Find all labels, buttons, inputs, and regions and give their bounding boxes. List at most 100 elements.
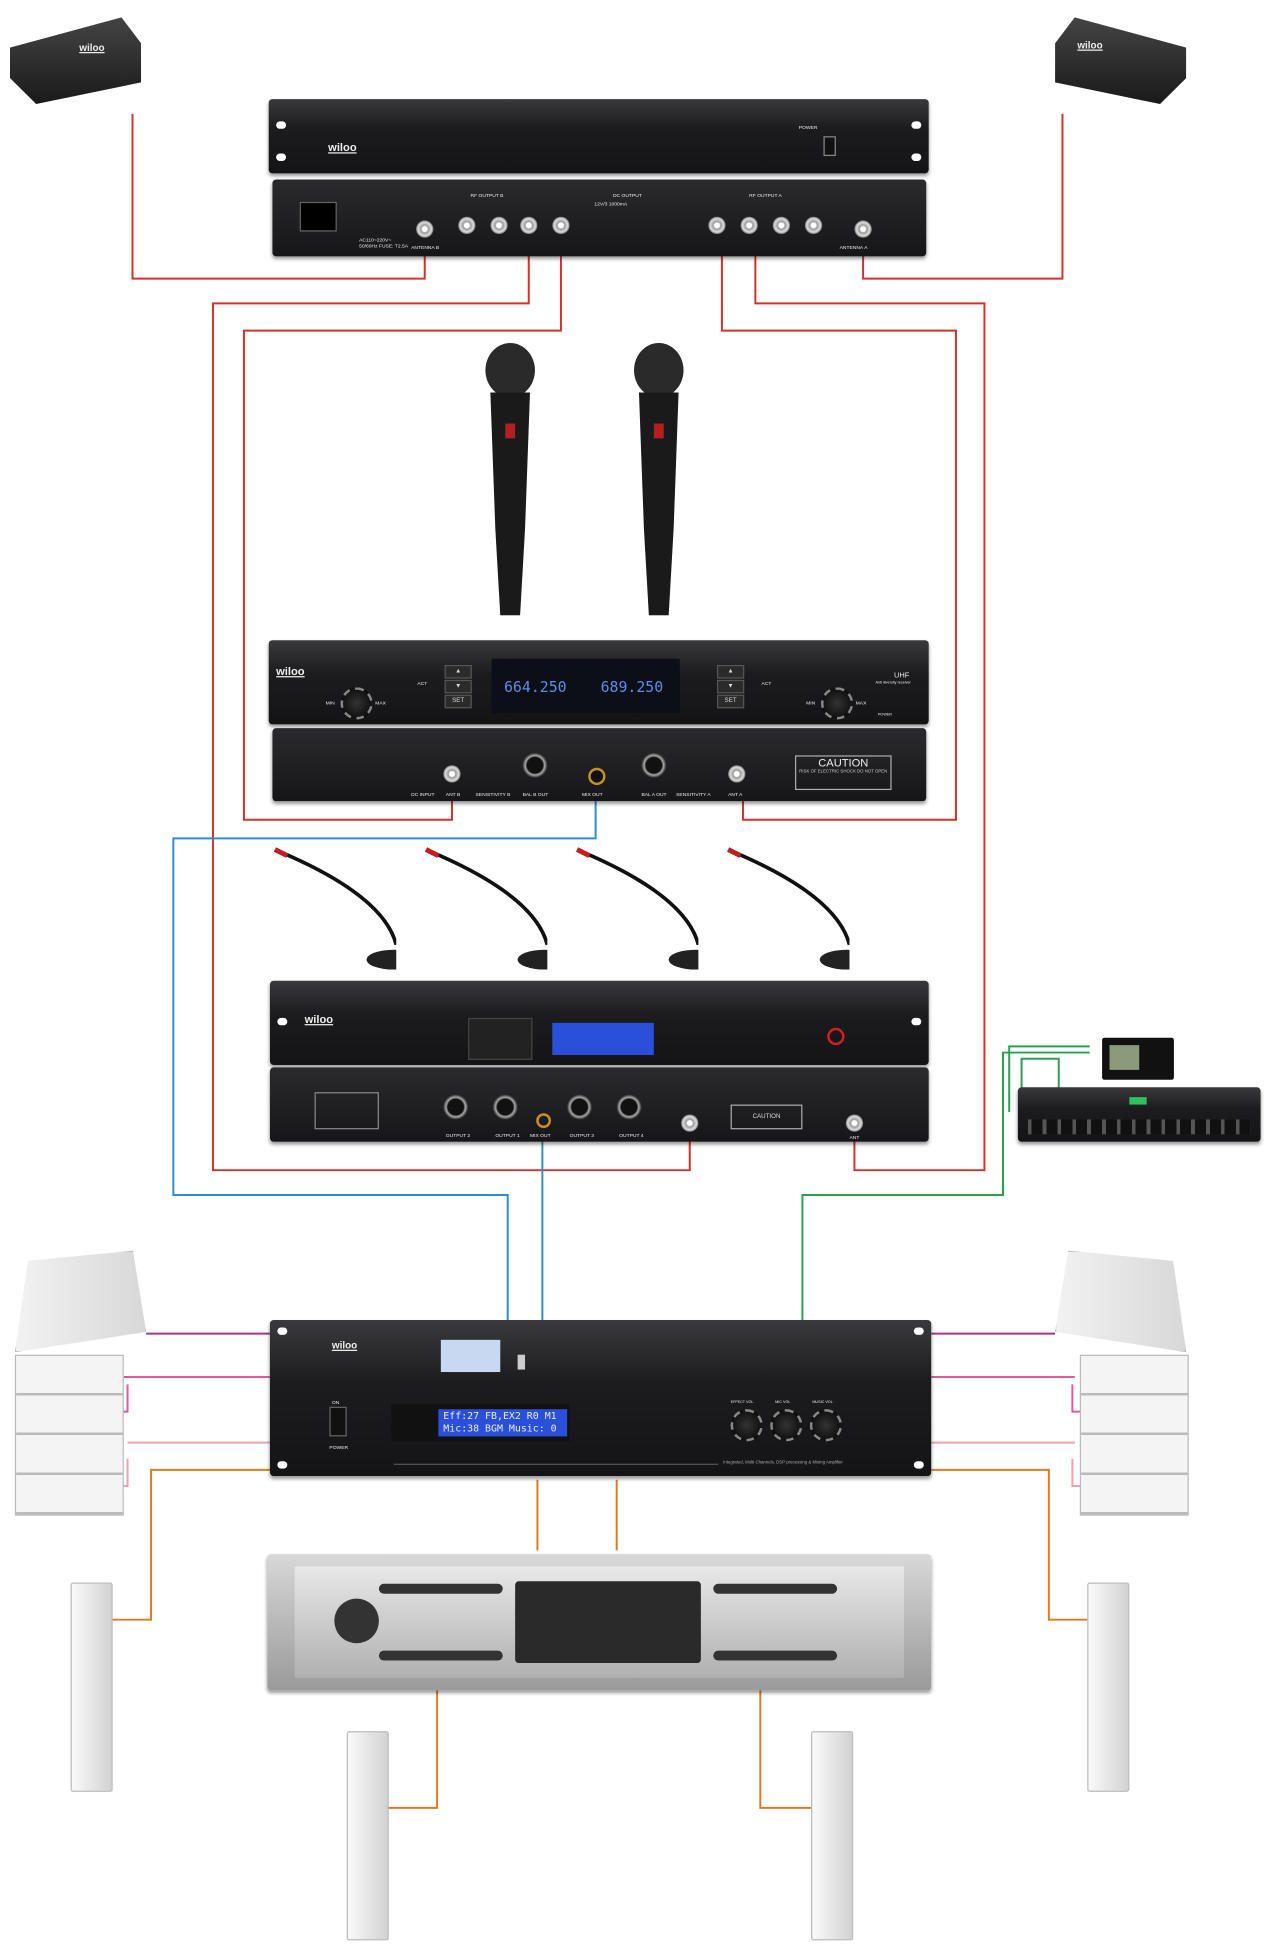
on-label: ON: [331, 1399, 340, 1406]
column-speaker-3: [346, 1731, 389, 1941]
gooseneck-mic-2: [424, 847, 548, 970]
power-amplifier: [267, 1554, 932, 1691]
volume-knob-a[interactable]: [820, 687, 854, 720]
column-speaker-4: [811, 1731, 854, 1941]
touch-panel[interactable]: [1102, 1037, 1174, 1080]
freq-b: 664.250: [503, 678, 567, 696]
up-button-a[interactable]: ▲: [716, 664, 745, 679]
sensitivity-b-label: SENSITIVITY B: [475, 791, 511, 798]
wire-control-2: [1008, 1045, 1090, 1112]
ant-a-label: ANT A: [728, 791, 743, 798]
act-label: ACT: [417, 679, 428, 687]
usb-port[interactable]: [517, 1354, 526, 1370]
wire-antenna-b: [131, 113, 426, 280]
line-array-left: [14, 1354, 124, 1516]
media-display: [440, 1339, 501, 1373]
brand-logo: wiloo: [276, 664, 305, 678]
lcd-line-2: Mic:38 BGM Music: 0: [443, 1422, 557, 1434]
output-1-label: OUTPUT 1: [495, 1131, 520, 1138]
caution-label: CAUTION: [730, 1104, 803, 1130]
column-speaker-1: [70, 1582, 113, 1792]
power-label: POWER: [798, 123, 818, 131]
music-vol-label: MUSIC VOL: [812, 1399, 833, 1405]
min-label: MIN: [325, 699, 335, 706]
ant-label: ANT: [849, 1134, 860, 1141]
mix-out-label: MIX OUT: [529, 1131, 551, 1138]
gooseneck-mic-4: [727, 847, 850, 970]
power-label: POWER: [329, 1443, 349, 1451]
act-label-a: ACT: [761, 679, 772, 687]
conference-receiver-back: OUTPUT 2 OUTPUT 1 MIX OUT OUTPUT 3 OUTPU…: [269, 1067, 929, 1142]
wire-left-column: [111, 1468, 270, 1621]
power-sequencer: [1017, 1087, 1261, 1142]
dsp-lcd: Eff:27 FB,EX2 R0 M1 Mic:38 BGM Music: 0: [438, 1409, 568, 1437]
model-label: UHF: [894, 672, 910, 680]
wire-right-column: [931, 1468, 1088, 1621]
antenna-right-brand: wiloo: [1077, 39, 1103, 51]
column-speaker-2: [1087, 1582, 1130, 1792]
wire-receiver-mixout: [172, 792, 597, 1321]
power-button[interactable]: [827, 1027, 845, 1046]
music-vol-knob[interactable]: [809, 1409, 843, 1442]
max-label-a: MAX: [855, 699, 867, 706]
power-inlet: [299, 201, 337, 232]
min-label-a: MIN: [806, 699, 816, 706]
mix-out-label: MIX OUT: [582, 791, 603, 798]
antenna-brand: wiloo: [79, 42, 105, 54]
output-4-label: OUTPUT 4: [619, 1131, 644, 1138]
handheld-mic-1: [485, 343, 535, 616]
conference-receiver-front: wiloo: [269, 980, 929, 1065]
down-button[interactable]: ▼: [444, 679, 472, 694]
bal-a-out-label: BAL A OUT: [641, 791, 667, 798]
down-button-a[interactable]: ▼: [716, 679, 745, 694]
caution-label: CAUTION RISK OF ELECTRIC SHOCK DO NOT OP…: [794, 755, 892, 791]
wire-control-3: [1020, 1057, 1060, 1112]
rf-output-a-label: RF OUTPUT A: [749, 191, 782, 199]
wire-rf-b1-conference: [211, 237, 691, 1172]
handheld-mic-2: [634, 343, 684, 616]
power-switch[interactable]: [823, 136, 836, 157]
wire-rf-b2-receiver: [242, 237, 562, 821]
gooseneck-mic-3: [575, 847, 699, 970]
dsp-mixing-amplifier: wiloo ON POWER Eff:27 FB,EX2 R0 M1 Mic:3…: [269, 1320, 932, 1477]
up-button[interactable]: ▲: [444, 664, 472, 679]
brand-logo: wiloo: [304, 1012, 334, 1026]
wireless-receiver-front: wiloo MIN MAX ACT ▲ ▼ SET 664.250 689.25…: [268, 640, 929, 725]
wire-control: [801, 1051, 1090, 1321]
wire-rf-a2-conference: [754, 237, 986, 1172]
dc-spec: 12V/3 1000mA: [594, 200, 628, 207]
wireless-receiver-back: DC INPUT ANT B SENSITIVITY B BAL B OUT M…: [272, 728, 927, 802]
receiver-display: 664.250 689.250: [491, 658, 680, 714]
antenna-b-label: ANTENNA B: [411, 243, 440, 251]
effect-vol-knob[interactable]: [730, 1409, 763, 1442]
antenna-distributor-back: AC110~220V~ 50/60Hz FUSE: T2.5A RF OUTPU…: [272, 179, 927, 257]
set-button-a[interactable]: SET: [716, 694, 745, 709]
tagline: Integrated, Multi Channels, DSP processi…: [723, 1459, 843, 1465]
caution-sub: RISK OF ELECTRIC SHOCK DO NOT OPEN: [799, 768, 888, 774]
conference-display: [552, 1022, 654, 1056]
volume-knob-b[interactable]: [340, 687, 373, 720]
bal-b-out-label: BAL B OUT: [522, 791, 549, 798]
ac-spec: AC110~220V~ 50/60Hz FUSE: T2.5A: [359, 236, 409, 249]
brand-logo: wiloo: [328, 141, 357, 154]
output-2-label: OUTPUT 2: [445, 1131, 471, 1138]
gooseneck-mic-1: [273, 847, 397, 970]
output-3-label: OUTPUT 3: [569, 1131, 595, 1138]
power-switch[interactable]: [329, 1406, 347, 1437]
set-button[interactable]: SET: [444, 694, 472, 709]
wire-antenna-a: [862, 113, 1064, 280]
caution-title: CAUTION: [818, 756, 869, 769]
max-label: MAX: [375, 699, 386, 706]
mic-vol-label: MIC VOL: [775, 1399, 791, 1405]
antenna-a-label: ANTENNA A: [839, 243, 868, 251]
dc-input-label: DC INPUT: [411, 791, 435, 798]
power-label: POWER: [877, 712, 893, 717]
effect-vol-label: EFFECT VOL: [730, 1399, 754, 1405]
antenna-distributor-front: wiloo POWER: [268, 99, 929, 174]
brand-logo: wiloo: [331, 1339, 358, 1351]
mic-vol-knob[interactable]: [770, 1409, 803, 1442]
sensitivity-a-label: SENSITIVITY A: [676, 791, 711, 798]
lcd-line-1: Eff:27 FB,EX2 R0 M1: [443, 1410, 557, 1422]
